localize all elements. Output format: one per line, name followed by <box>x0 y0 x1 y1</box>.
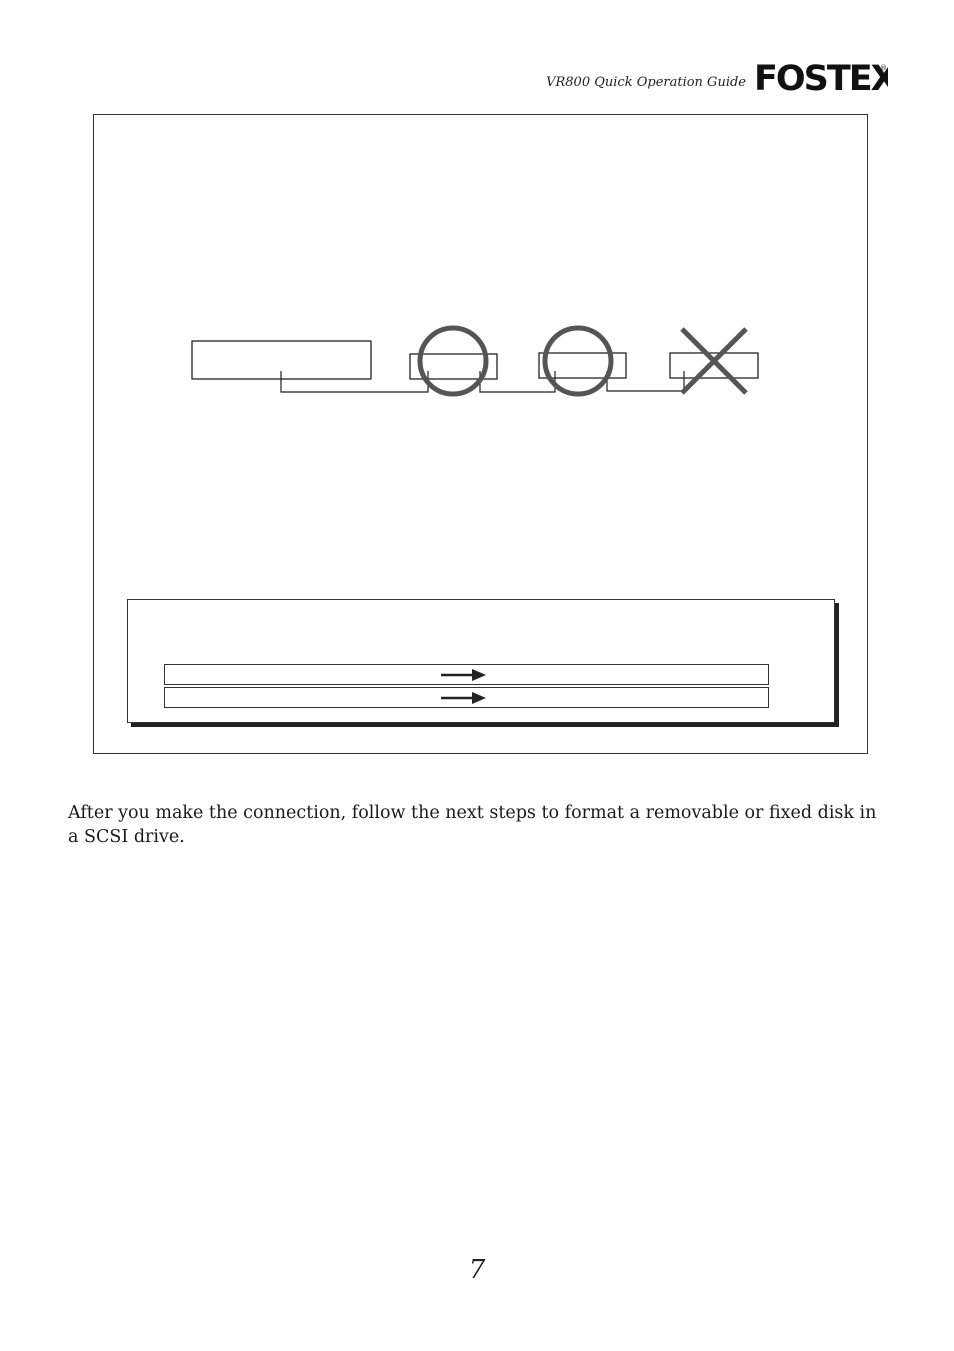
table-row <box>164 687 769 708</box>
scsi-drive-3 <box>669 352 759 379</box>
fostex-logo-text: FOSTEX <box>754 59 888 96</box>
right-arrow-icon <box>441 692 486 704</box>
figure-frame <box>93 114 868 754</box>
table-row <box>164 664 769 685</box>
scsi-connection-diagram <box>191 325 759 397</box>
guide-title: VR800 Quick Operation Guide <box>546 75 746 90</box>
fostex-logo: FOSTEX ® <box>754 59 888 96</box>
right-arrow-icon <box>441 669 486 681</box>
page-number: 7 <box>468 1255 486 1285</box>
body-paragraph: After you make the connection, follow th… <box>68 802 877 847</box>
ng-cross-icon <box>680 327 748 395</box>
ok-circle-icon <box>542 325 614 397</box>
ok-circle-icon <box>417 325 489 397</box>
svg-text:®: ® <box>880 64 887 72</box>
